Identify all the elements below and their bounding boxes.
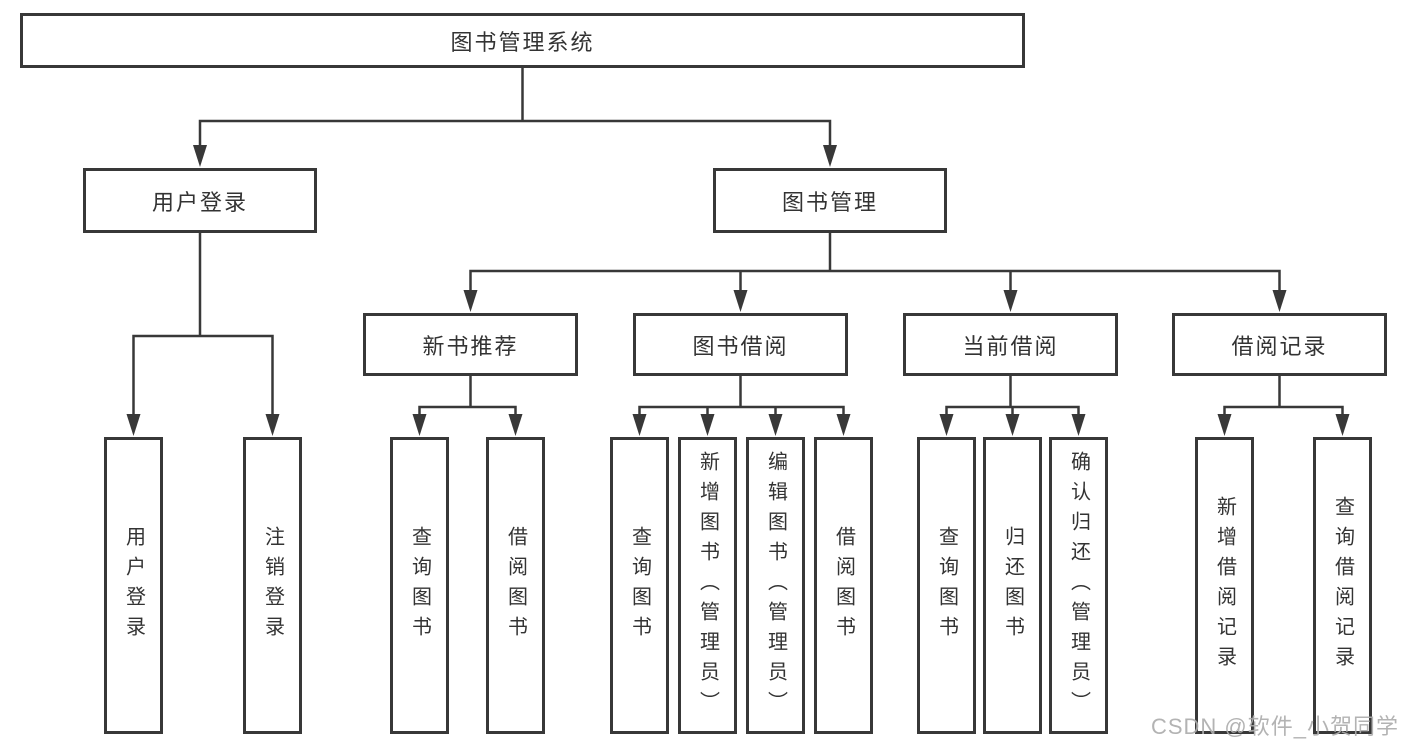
leaf-bb-query-books: 查询图书 [610,437,669,734]
leaf-br-add-record: 新增借阅记录 [1195,437,1254,734]
leaf-cb-query-books: 查询图书 [917,437,976,734]
leaf-rec-borrow-books-label: 借阅图书 [504,525,527,646]
node-library-system: 图书管理系统 [20,13,1025,68]
leaf-cb-confirm-return-admin: 确认归还（管理员） [1049,437,1108,734]
node-user-login: 用户登录 [83,168,317,233]
node-current-borrow: 当前借阅 [903,313,1118,376]
leaf-cb-query-books-label: 查询图书 [935,525,958,646]
leaf-br-query-record: 查询借阅记录 [1313,437,1372,734]
leaf-cb-return-books-label: 归还图书 [1001,525,1024,646]
leaf-br-add-record-label: 新增借阅记录 [1213,495,1236,676]
leaf-cb-confirm-return-admin-label: 确认归还（管理员） [1067,450,1090,721]
leaf-cb-return-books: 归还图书 [983,437,1042,734]
leaf-bb-add-books-admin: 新增图书（管理员） [678,437,737,734]
leaf-bb-add-books-admin-label: 新增图书（管理员） [696,450,719,721]
node-book-borrow: 图书借阅 [633,313,848,376]
arrowheads [126,145,1350,436]
leaf-logout: 注销登录 [243,437,302,734]
leaf-bb-edit-books-admin: 编辑图书（管理员） [746,437,805,734]
node-book-management: 图书管理 [713,168,947,233]
leaf-bb-query-books-label: 查询图书 [628,525,651,646]
watermark: CSDN @软件_小贺同学 [1150,714,1399,739]
leaf-bb-borrow-books: 借阅图书 [814,437,873,734]
leaf-logout-label: 注销登录 [261,525,284,646]
leaf-user-login-label: 用户登录 [122,525,145,646]
node-new-book-recommend: 新书推荐 [363,313,578,376]
leaf-br-query-record-label: 查询借阅记录 [1331,495,1354,676]
leaf-bb-edit-books-admin-label: 编辑图书（管理员） [764,450,787,721]
leaf-bb-borrow-books-label: 借阅图书 [832,525,855,646]
node-borrow-records: 借阅记录 [1172,313,1387,376]
leaf-rec-query-books: 查询图书 [390,437,449,734]
leaf-rec-borrow-books: 借阅图书 [486,437,545,734]
leaf-user-login: 用户登录 [104,437,163,734]
leaf-rec-query-books-label: 查询图书 [408,525,431,646]
